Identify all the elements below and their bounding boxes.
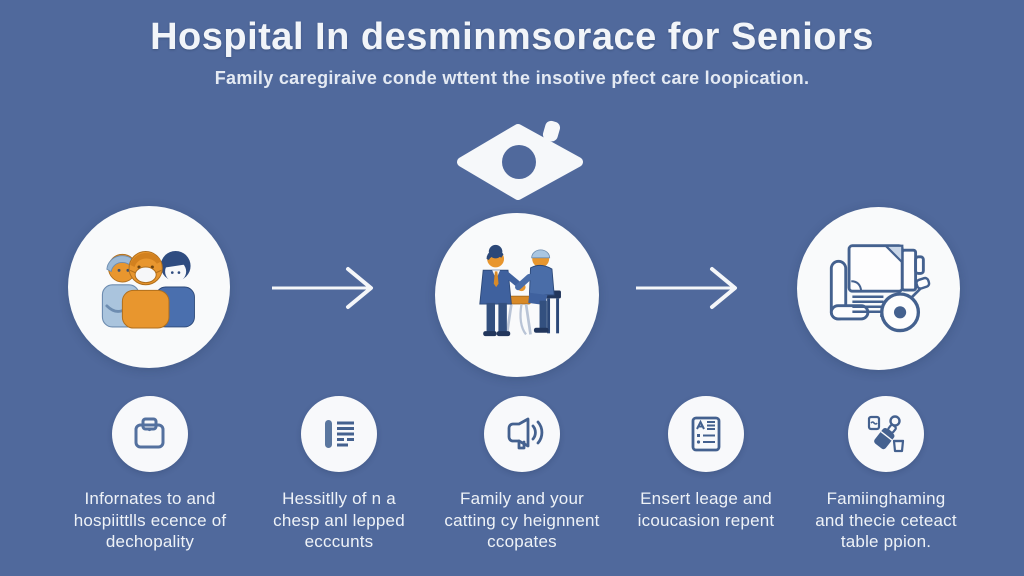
feature-caption: Infornates to and hospiittlls ecence of …: [73, 489, 227, 551]
handshake-meeting-icon: [479, 244, 561, 337]
page-subtitle: Family caregiraive conde wttent the inso…: [214, 68, 810, 88]
megaphone-icon: [507, 417, 544, 450]
feature-item: Ensert leage and icoucasion repent: [616, 396, 796, 531]
list-lines-icon: [325, 420, 354, 448]
arrow-right-icon: [272, 267, 373, 309]
page-title: Hospital In desminmsorace for Seniors: [150, 16, 874, 58]
step-circle-equipment: [797, 207, 960, 370]
feature-item: Hessitlly of n a chesp anl lepped ecccun…: [249, 396, 429, 553]
feature-circle: [848, 396, 924, 472]
arrow-right-icon: [636, 267, 737, 309]
step-circle-meeting: [435, 213, 599, 377]
feature-item: Infornates to and hospiittlls ecence of …: [60, 396, 240, 553]
header: Hospital In desminmsorace for Seniors Fa…: [0, 16, 1024, 89]
step-circle-family: [68, 206, 230, 368]
feature-circle: [112, 396, 188, 472]
handbag-icon: [134, 417, 165, 449]
feature-circle: [668, 396, 744, 472]
feature-item: Family and your catting cy heignnent cco…: [432, 396, 612, 553]
feature-caption: Family and your catting cy heignnent cco…: [444, 489, 600, 551]
family-group-icon: [101, 250, 195, 329]
diamond-eye-emblem-icon: [452, 118, 588, 200]
feature-caption: Famiinghaming and thecie ceteact table p…: [815, 489, 957, 551]
document-list-icon: [691, 416, 721, 452]
feature-caption: Ensert leage and icoucasion repent: [637, 489, 775, 530]
feature-item: Famiinghaming and thecie ceteact table p…: [796, 396, 976, 553]
luggage-items-icon: [867, 415, 905, 453]
feature-circle: [484, 396, 560, 472]
feature-caption: Hessitlly of n a chesp anl lepped ecccun…: [273, 489, 405, 551]
feature-circle: [301, 396, 377, 472]
medical-equipment-icon: [829, 243, 930, 332]
